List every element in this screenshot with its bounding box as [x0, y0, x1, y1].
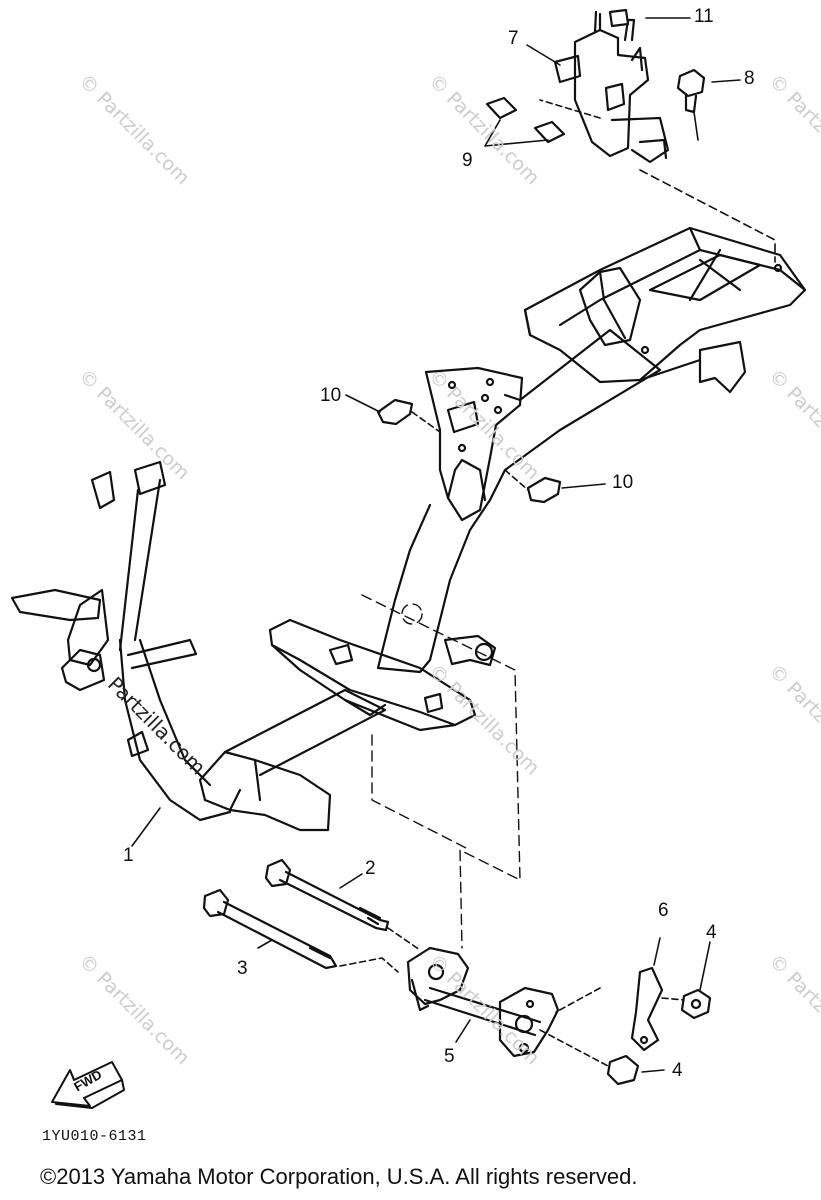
callout-4-right: 4	[706, 922, 717, 943]
nut-4-right	[680, 988, 712, 1020]
fwd-arrow-icon	[51, 1061, 125, 1109]
bracket-6	[630, 966, 664, 1052]
clamp-10-upper	[376, 398, 414, 426]
callout-4-bottom: 4	[672, 1060, 683, 1081]
center-cross-plate	[268, 618, 477, 732]
mount-bracket-right	[498, 986, 560, 1058]
callout-10-lower: 10	[612, 472, 634, 493]
diagram-code: 1YU010-6131	[42, 1128, 147, 1145]
nut-4-bottom	[606, 1054, 640, 1086]
mount-bracket-left	[406, 946, 470, 1012]
callout-10-upper: 10	[320, 385, 342, 406]
front-crossbar	[198, 688, 387, 832]
clamp-10-lower	[526, 476, 562, 504]
bolt-8	[676, 68, 706, 114]
callout-9: 9	[462, 150, 473, 171]
callout-2: 2	[365, 858, 376, 879]
callout-3: 3	[237, 958, 248, 979]
main-frame-tube	[376, 328, 662, 674]
callout-11: 11	[694, 6, 714, 27]
bolt-2	[264, 858, 390, 932]
engine-bracket	[553, 8, 670, 164]
rubber-pads-9	[485, 96, 566, 144]
rear-mount-pin	[443, 634, 497, 667]
steering-head-tube	[10, 460, 232, 822]
callout-1: 1	[123, 845, 134, 866]
rear-crossmember	[523, 226, 807, 394]
callout-7: 7	[508, 28, 519, 49]
callout-5: 5	[444, 1046, 455, 1067]
copyright-notice: ©2013 Yamaha Motor Corporation, U.S.A. A…	[40, 1164, 638, 1189]
callout-8: 8	[744, 68, 755, 89]
callout-6: 6	[658, 900, 669, 921]
bolt-3	[202, 888, 338, 970]
